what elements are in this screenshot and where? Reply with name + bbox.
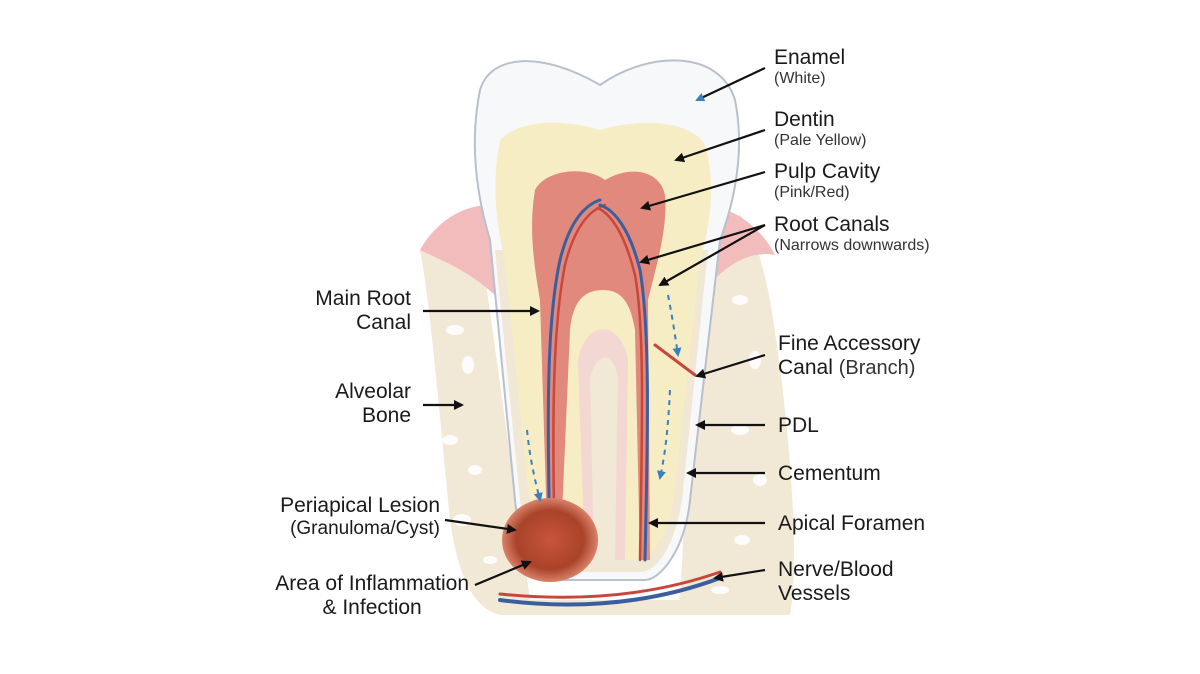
label-main-root-canal: Main Root Canal xyxy=(315,287,411,335)
alveolar-line2: Bone xyxy=(361,404,411,428)
label-alveolar-bone: Alveolar Bone xyxy=(335,380,411,428)
main-root-line2: Canal xyxy=(356,311,411,335)
apical-title: Apical Foramen xyxy=(778,512,926,535)
cementum-title: Cementum xyxy=(778,462,881,485)
inflammation-line2: & Infection xyxy=(322,596,422,620)
lesion-sub: (Granuloma/Cyst) xyxy=(290,518,440,540)
label-pulp: Pulp Cavity (Pink/Red) xyxy=(774,160,880,203)
label-periapical-lesion: Periapical Lesion (Granuloma/Cyst) xyxy=(280,494,440,540)
root-canals-title: Root Canals xyxy=(774,213,890,236)
nerve-line1: Nerve/Blood xyxy=(778,558,894,581)
pulp-sub: (Pink/Red) xyxy=(774,184,850,202)
label-nerve-vessels: Nerve/Blood Vessels xyxy=(778,558,894,606)
pulp-title: Pulp Cavity xyxy=(774,160,881,183)
accessory-line1: Fine Accessory xyxy=(778,332,921,355)
dentin-sub: (Pale Yellow) xyxy=(774,132,867,150)
pdl-title: PDL xyxy=(778,414,819,437)
inflammation-line1: Area of Inflammation xyxy=(275,572,469,595)
label-accessory-canal: Fine Accessory Canal (Branch) xyxy=(778,332,920,380)
leader-lines xyxy=(423,67,766,587)
label-pdl: PDL xyxy=(778,414,819,438)
accessory-line2: Canal xyxy=(778,356,833,380)
vessels xyxy=(498,198,722,607)
nerve-line2: Vessels xyxy=(778,582,851,606)
accessory-line2-sub: (Branch) xyxy=(838,357,916,380)
label-enamel: Enamel (White) xyxy=(774,46,845,89)
enamel-sub: (White) xyxy=(774,70,826,88)
label-inflammation: Area of Inflammation & Infection xyxy=(275,572,469,620)
enamel-title: Enamel xyxy=(774,46,846,69)
periapical-lesion xyxy=(502,498,598,582)
flow-arrows xyxy=(526,294,682,502)
gum-left xyxy=(420,205,500,300)
label-dentin: Dentin (Pale Yellow) xyxy=(774,108,867,151)
root-canals-sub: (Narrows downwards) xyxy=(774,237,930,255)
label-apical-foramen: Apical Foramen xyxy=(778,512,925,536)
label-root-canals: Root Canals (Narrows downwards) xyxy=(774,213,930,256)
dentin-title: Dentin xyxy=(774,108,835,131)
alveolar-line1: Alveolar xyxy=(335,380,411,403)
lesion-title: Periapical Lesion xyxy=(280,494,440,517)
label-cementum: Cementum xyxy=(778,462,881,486)
main-root-line1: Main Root xyxy=(315,287,411,310)
